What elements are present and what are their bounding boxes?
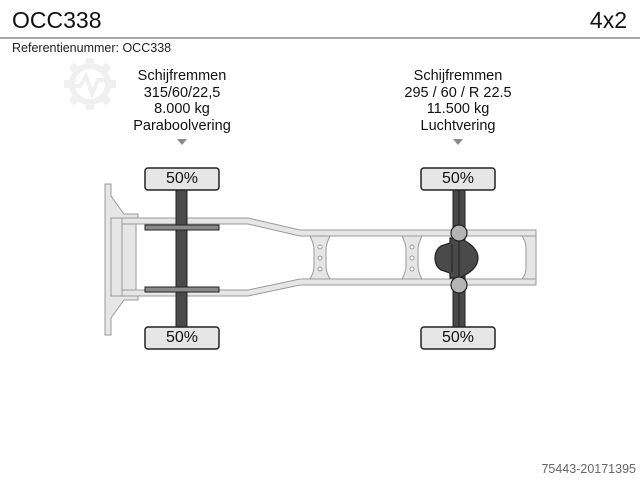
front-axle-right-load-percent: 50%	[165, 329, 199, 346]
front-axle-load: 8.000 kg	[154, 101, 210, 117]
front-axle-tyre-size: 315/60/22,5	[143, 84, 221, 101]
front-axle-arrow-down-icon	[177, 139, 187, 145]
front-axle-suspension: Paraboolvering	[133, 117, 231, 134]
front-axle-left-load-percent: 50%	[165, 170, 199, 187]
cross-member-holes	[317, 244, 415, 272]
header: OCC338 4x2	[0, 0, 640, 39]
rear-axle-right-load-percent: 50%	[441, 329, 475, 346]
footer-id: 75443-20171395	[541, 462, 636, 476]
gear-watermark-icon	[64, 58, 116, 110]
reference-number: Referentienummer: OCC338	[12, 41, 172, 55]
front-axle	[144, 167, 220, 350]
rear-axle	[420, 167, 496, 350]
rear-axle-info: Schijfremmen 295 / 60 / R 22.5 11.500 kg…	[358, 68, 558, 145]
rear-axle-brakes: Schijfremmen	[413, 68, 503, 84]
rear-axle-suspension: Luchtvering	[420, 117, 496, 134]
rear-axle-arrow-down-icon	[453, 139, 463, 145]
chassis-frame	[121, 217, 537, 297]
front-bumper	[104, 183, 139, 336]
front-axle-brakes: Schijfremmen	[137, 68, 227, 84]
rear-axle-load: 11.500 kg	[426, 101, 490, 117]
header-divider	[0, 37, 640, 39]
axle-configuration: 4x2	[589, 7, 627, 33]
front-axle-info: Schijfremmen 315/60/22,5 8.000 kg Parabo…	[82, 68, 282, 145]
rear-axle-left-load-percent: 50%	[441, 170, 475, 187]
rear-axle-tyre-size: 295 / 60 / R 22.5	[404, 84, 512, 101]
vehicle-title: OCC338	[12, 7, 102, 33]
